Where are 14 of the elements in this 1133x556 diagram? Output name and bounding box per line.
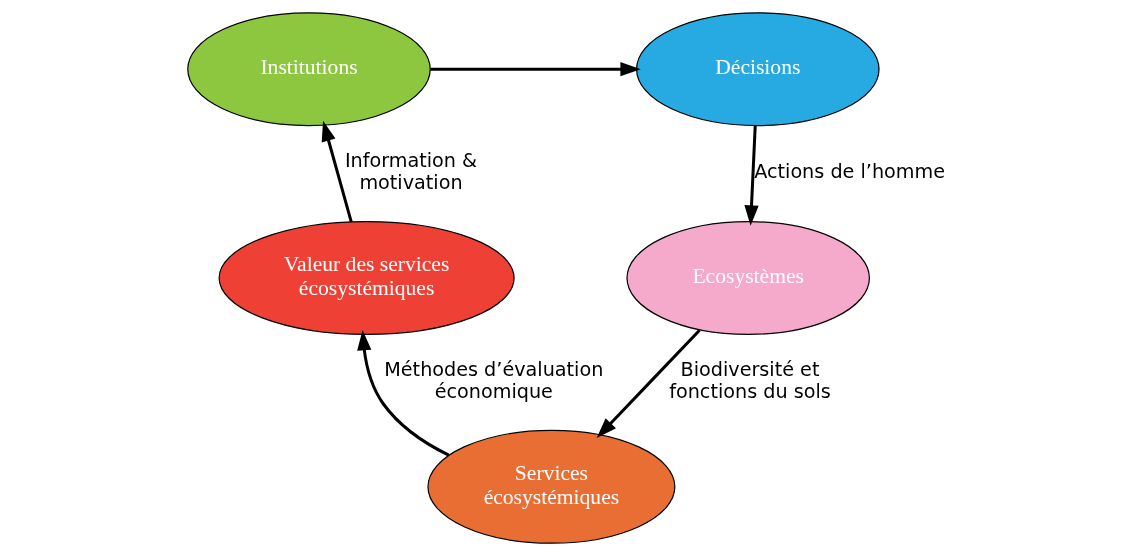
edge-label: Méthodes d’évaluation économique <box>383 358 603 403</box>
node-ellipse: Ecosystèmes <box>625 221 870 335</box>
arrow <box>321 120 353 223</box>
arrow <box>743 125 759 226</box>
node-ellipse: Services écosystémiques <box>426 429 675 544</box>
arrow <box>356 329 449 457</box>
edge-label: Biodiversité et fonctions du sols <box>668 358 831 403</box>
node-ellipse: Valeur des services écosystémiques <box>218 221 515 335</box>
arrow <box>596 329 701 439</box>
node-ellipse: Institutions <box>186 12 431 127</box>
edge-label: Actions de l’homme <box>753 160 945 184</box>
edge-label: Information & motivation <box>344 149 477 194</box>
node-ellipse: Décisions <box>635 12 880 127</box>
arrow <box>429 62 641 77</box>
